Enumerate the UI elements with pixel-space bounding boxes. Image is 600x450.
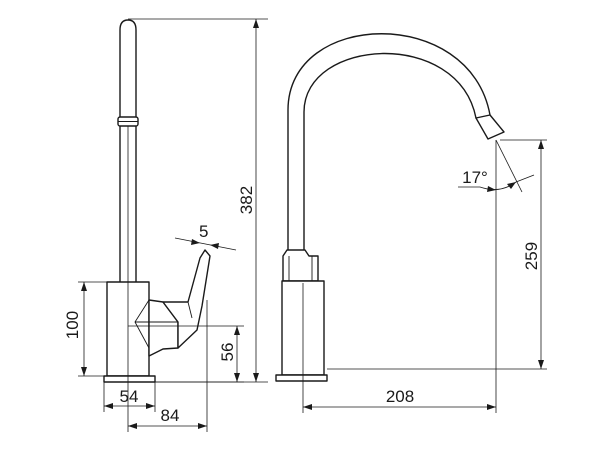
dim-total-height: 382 (237, 186, 256, 214)
dim-lever-width: 5 (199, 222, 208, 241)
dim-body-height: 100 (63, 311, 82, 339)
dimension-lines: 382 5 100 56 54 84 (63, 18, 547, 432)
dim-handle-reach: 84 (161, 406, 180, 425)
front-view-spout (287, 33, 491, 256)
front-view (275, 33, 505, 382)
dim-base-depth: 54 (120, 387, 139, 406)
front-view-nozzle (475, 114, 505, 140)
side-view-handle-lever (162, 249, 211, 349)
dim-spout-reach: 208 (386, 387, 414, 406)
side-view (103, 19, 211, 383)
front-view-base (275, 374, 328, 382)
dim-spout-angle: 17° (462, 168, 488, 187)
dim-spout-height: 259 (522, 242, 541, 270)
side-view-spout-tube (119, 19, 137, 283)
dim-handle-height: 56 (218, 343, 237, 362)
front-view-collar (282, 249, 319, 282)
side-view-base (103, 375, 156, 383)
